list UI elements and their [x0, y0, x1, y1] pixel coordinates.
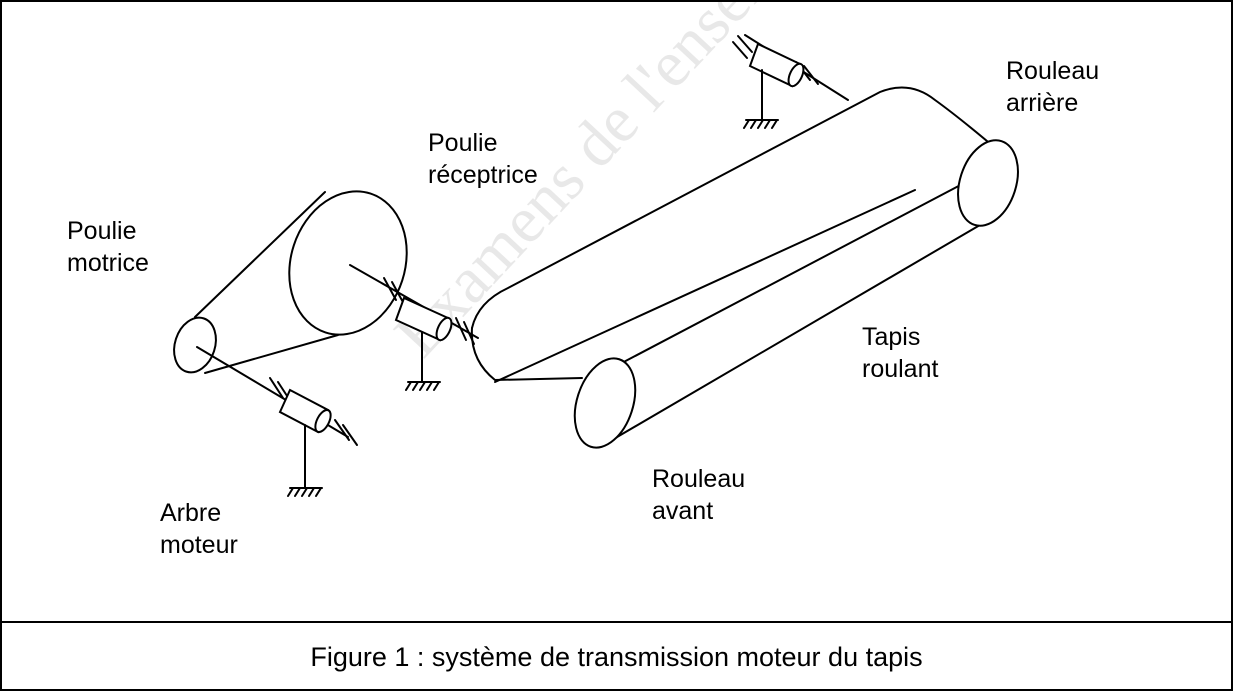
front-roller [573, 357, 637, 449]
rear-roller-shaft [732, 34, 849, 129]
driven-shaft [349, 264, 479, 391]
motor-shaft [196, 346, 358, 497]
label-rouleau-arriere: Rouleau arrière [1006, 57, 1100, 117]
conveyor-belt [470, 86, 1001, 448]
label-poulie-motrice: Poulie motrice [67, 217, 149, 277]
label-rouleau-avant: Rouleau avant [652, 465, 746, 525]
rear-roller [957, 139, 1019, 227]
label-tapis-roulant: Tapis roulant [862, 323, 939, 383]
label-arbre-moteur: Arbre moteur [160, 499, 238, 559]
label-poulie-receptrice: Poulie réceptrice [428, 129, 538, 189]
figure-caption: Figure 1 : système de transmission moteu… [310, 642, 923, 672]
driven-pulley [288, 190, 408, 336]
driving-pulley [173, 316, 217, 374]
pulley-belt [194, 191, 339, 374]
